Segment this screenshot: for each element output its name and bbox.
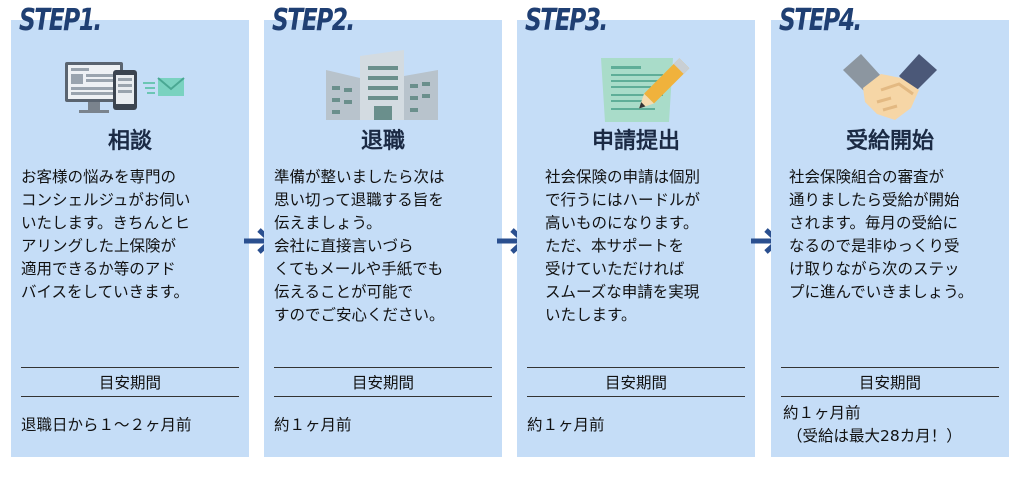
divider: [527, 396, 745, 397]
desc-line: されます。毎月の受給に: [789, 214, 958, 232]
desc-line: コンシェルジュがお伺い: [21, 191, 191, 209]
period-value-line: （受給は最大28カ月！）: [787, 427, 962, 445]
step-label: STEP3.: [525, 3, 608, 38]
step-label: STEP4.: [779, 3, 862, 38]
desc-line: 適用できるか等のアド: [21, 260, 176, 278]
step-title: 申請提出: [591, 129, 680, 154]
document-pencil-icon: [517, 48, 755, 126]
devices-mail-icon: [11, 48, 249, 126]
divider: [781, 367, 999, 368]
desc-line: 準備が整いましたら次は: [274, 168, 445, 186]
period-value: 約１ヶ月前 （受給は最大28カ月！）: [783, 402, 1009, 448]
desc-line: 高いものになります。: [545, 214, 699, 232]
step-description: 社会保険組合の審査が 通りましたら受給が開始 されます。毎月の受給に なるので是…: [789, 166, 1011, 304]
step-description: 準備が整いましたら次は 思い切って退職する旨を 伝えましょう。 会社に直接言いづ…: [274, 166, 496, 327]
desc-line: いたします。: [545, 306, 637, 324]
step-label: STEP1.: [19, 3, 102, 38]
period-label: 目安期間: [98, 374, 161, 392]
step-description: 社会保険の申請は個別 で行うにはハードルが 高いものになります。 ただ、本サポー…: [545, 166, 767, 327]
desc-line: お客様の悩みを専門の: [21, 168, 177, 186]
office-buildings-icon: [264, 48, 502, 126]
period-value-line: 退職日から１～２ヶ月前: [21, 416, 192, 434]
desc-line: なるので是非ゆっくり受: [789, 237, 960, 255]
desc-line: バイスをしていきます。: [21, 283, 190, 301]
step-title: 相談: [107, 129, 152, 154]
desc-line: くてもメールや手紙でも: [274, 260, 444, 278]
desc-line: 受けていただければ: [545, 260, 685, 278]
desc-line: で行うにはハードルが: [545, 191, 701, 209]
handshake-icon: [771, 48, 1009, 126]
desc-line: 思い切って退職する旨を: [274, 191, 444, 209]
divider: [274, 367, 492, 368]
divider: [274, 396, 492, 397]
desc-line: 通りましたら受給が開始: [789, 191, 960, 209]
period-label: 目安期間: [604, 374, 667, 392]
step-label: STEP2.: [272, 3, 355, 38]
desc-line: すのでご安心ください。: [274, 306, 445, 324]
period-value-line: 約１ヶ月前: [274, 416, 352, 434]
period-value-line: 約１ヶ月前: [527, 416, 605, 434]
step-card-1: STEP1. 相談 お客様の悩みを専門の コンシェルジュがお伺: [11, 6, 249, 457]
desc-line: 伝えましょう。: [274, 214, 382, 232]
divider: [21, 367, 239, 368]
step-card-3: STEP3. 申請提出 社会保険の申請は個別 で行うにはハードルが 高いものにな…: [517, 6, 755, 457]
period-label: 目安期間: [858, 374, 921, 392]
divider: [21, 396, 239, 397]
desc-line: 会社に直接言いづら: [274, 237, 414, 255]
period-value-line: 約１ヶ月前: [783, 404, 861, 422]
desc-line: いたします。きちんとヒ: [21, 214, 190, 232]
desc-line: 伝えることが可能で: [274, 283, 414, 301]
step-card-2: STEP2. 退職 準備が整いましたら次は 思い切って退職する旨を 伝えましょう…: [264, 6, 502, 457]
period-value: 約１ヶ月前: [274, 414, 500, 437]
step-title: 退職: [360, 129, 405, 154]
desc-line: け取りながら次のステッ: [789, 260, 960, 278]
step-card-4: STEP4. 受給開始 社会保険組合の審査が 通りましたら受給が開始 されます。…: [771, 6, 1011, 457]
desc-line: ただ、本サポートを: [545, 237, 685, 255]
desc-line: アリングした上保険が: [21, 237, 177, 255]
desc-line: 社会保険の申請は個別: [545, 168, 701, 186]
step-description: お客様の悩みを専門の コンシェルジュがお伺い いたします。きちんとヒ アリングし…: [21, 166, 243, 304]
desc-line: 社会保険組合の審査が: [789, 168, 945, 186]
divider: [781, 396, 999, 397]
period-label: 目安期間: [351, 374, 414, 392]
divider: [527, 367, 745, 368]
desc-line: スムーズな申請を実現: [545, 283, 700, 301]
step-title: 受給開始: [845, 129, 934, 154]
desc-line: プに進んでいきましょう。: [789, 283, 974, 301]
period-value: 退職日から１～２ヶ月前: [21, 414, 247, 437]
period-value: 約１ヶ月前: [527, 414, 753, 437]
